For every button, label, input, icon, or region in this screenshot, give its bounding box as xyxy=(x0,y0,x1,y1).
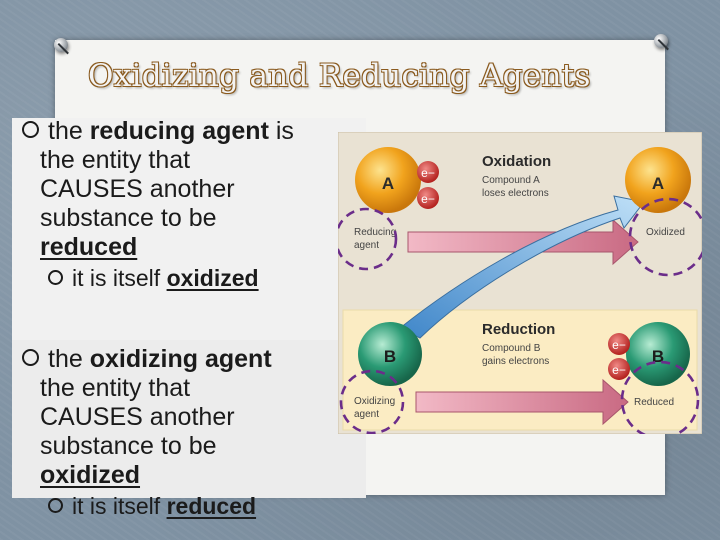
sub-bullet: it is itself oxidized xyxy=(22,264,372,293)
bullet-line: substance to be xyxy=(40,204,217,232)
atom-b-right xyxy=(626,322,690,386)
atom-b-left xyxy=(358,322,422,386)
svg-text:Compound A: Compound A xyxy=(482,175,540,186)
electron xyxy=(608,358,630,380)
slide-title: Oxidizing and Reducing Agents xyxy=(88,58,591,94)
bullet-circle-icon xyxy=(22,121,39,138)
bullet-circle-icon xyxy=(48,498,63,513)
dashed-highlight-circle xyxy=(339,369,405,434)
oxidation-heading: Oxidation xyxy=(482,153,551,170)
pin-icon xyxy=(54,38,68,52)
bullet-line: CAUSES another xyxy=(40,403,235,431)
svg-text:Reducing: Reducing xyxy=(354,227,396,238)
dashed-highlight-circle xyxy=(620,360,700,434)
svg-text:e−: e− xyxy=(612,363,626,377)
bullet-line: CAUSES another xyxy=(40,175,235,203)
electron xyxy=(608,333,630,355)
electron xyxy=(417,187,439,209)
svg-text:loses electrons: loses electrons xyxy=(482,188,549,199)
svg-text:A: A xyxy=(382,174,394,193)
electron xyxy=(417,161,439,183)
bullet-line: substance to be xyxy=(40,432,217,460)
sub-bullet: it is itself reduced xyxy=(22,492,362,521)
svg-text:A: A xyxy=(652,174,664,193)
atom-a-left xyxy=(355,147,421,213)
pin-icon xyxy=(654,34,668,48)
svg-text:agent: agent xyxy=(354,409,379,420)
bullet-circle-icon xyxy=(48,270,63,285)
svg-text:gains electrons: gains electrons xyxy=(482,356,549,367)
svg-text:Compound B: Compound B xyxy=(482,343,541,354)
oxidation-arrow xyxy=(407,218,639,266)
bullet-circle-icon xyxy=(22,349,39,366)
dashed-highlight-circle xyxy=(338,207,398,271)
bullet-line: the entity that xyxy=(40,146,191,174)
svg-text:e−: e− xyxy=(421,192,435,206)
bullet-emphasis: oxidized xyxy=(40,461,141,489)
text-panel-lower xyxy=(12,340,366,498)
bullet-line: the entity that xyxy=(40,374,191,402)
bullet-oxidizing-agent: the oxidizing agent the entity that CAUS… xyxy=(22,345,362,521)
atom-a-right xyxy=(625,147,691,213)
bullet-reducing-agent: the reducing agent is the entity that CA… xyxy=(22,117,372,293)
reduction-heading: Reduction xyxy=(482,321,555,338)
svg-text:e−: e− xyxy=(612,338,626,352)
svg-text:Oxidized: Oxidized xyxy=(646,227,685,238)
bullet-emphasis: reduced xyxy=(40,233,138,261)
svg-text:B: B xyxy=(384,347,396,366)
electron-transfer-arrow xyxy=(399,195,645,339)
svg-text:e−: e− xyxy=(421,166,435,180)
svg-text:Reduced: Reduced xyxy=(634,397,674,408)
svg-text:agent: agent xyxy=(354,240,379,251)
reduction-arrow xyxy=(415,378,629,426)
svg-text:Oxidizing: Oxidizing xyxy=(354,396,395,407)
redox-diagram: A e− e− Oxidation Compound A loses elect… xyxy=(338,132,702,434)
